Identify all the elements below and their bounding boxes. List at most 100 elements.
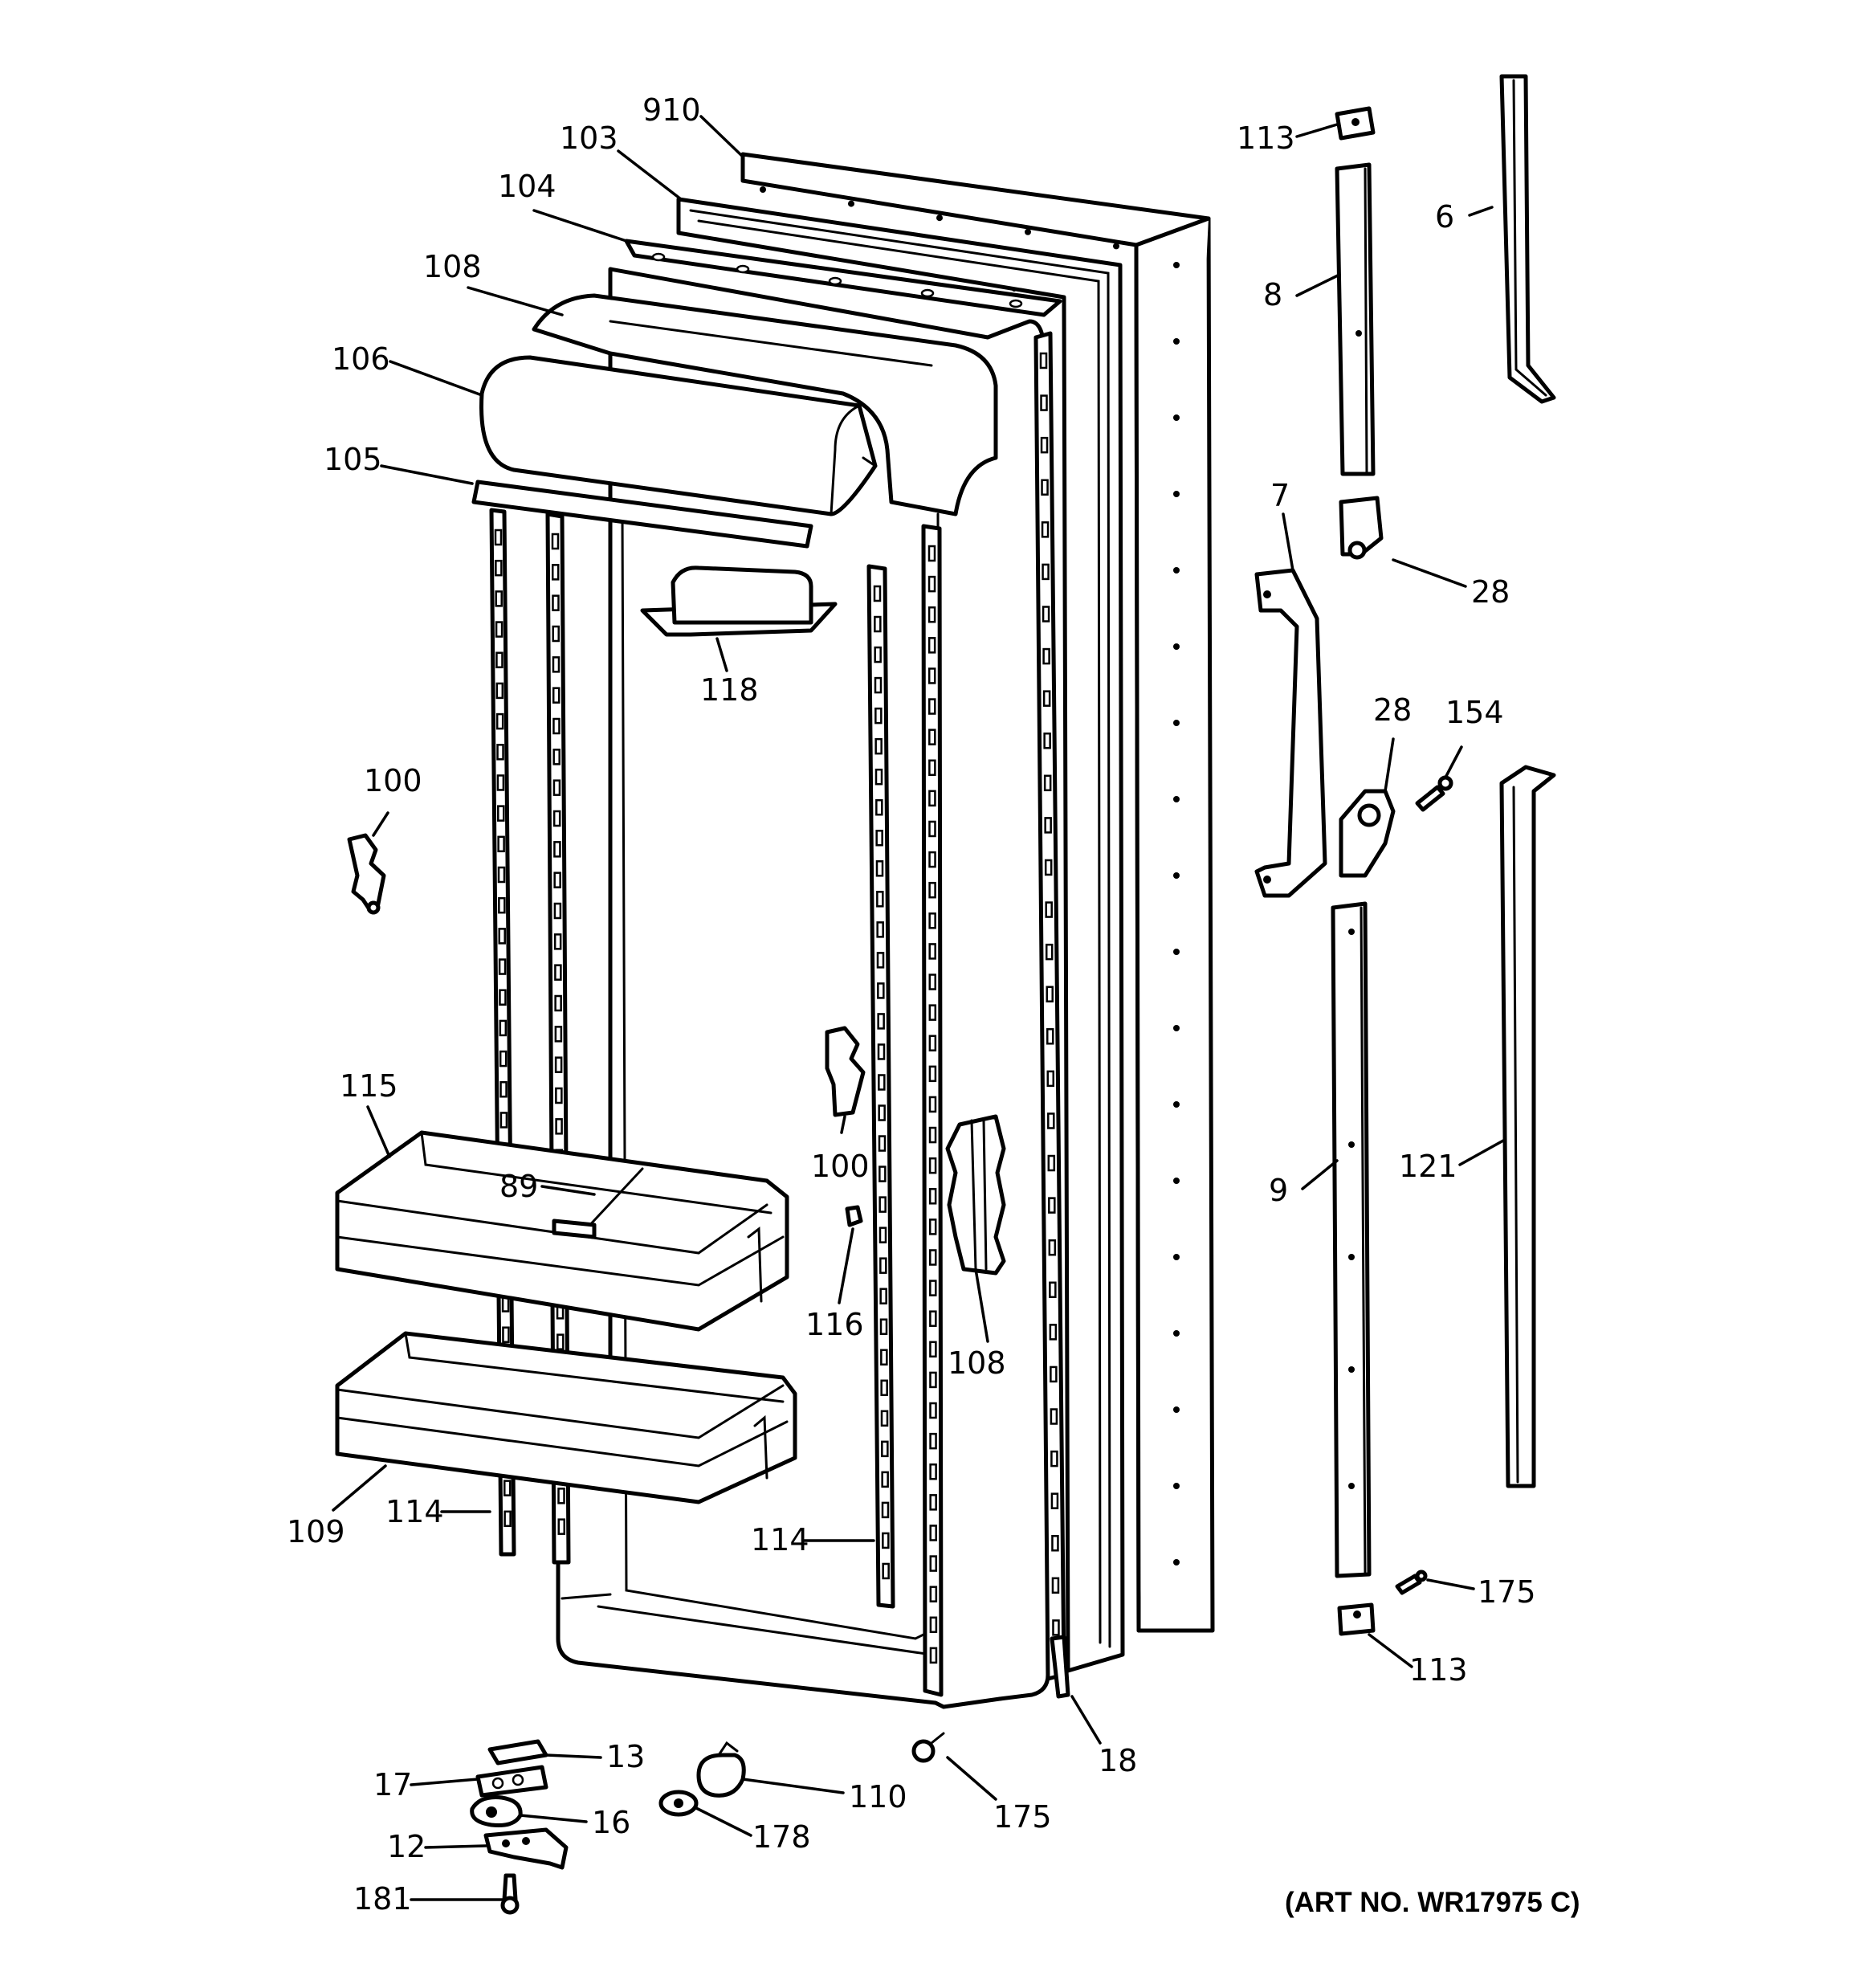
rail-slot [879, 1165, 887, 1182]
rail-slot [496, 744, 504, 761]
rail-slot [1049, 1324, 1058, 1341]
handle-mount-9 [1331, 901, 1372, 1578]
rail-slot [880, 1349, 888, 1366]
panel-rivet [1173, 338, 1180, 345]
rail-slot [552, 779, 561, 796]
rail-slot [1052, 1619, 1060, 1636]
strip-hole [1009, 299, 1023, 308]
callout-100-left: 100 [364, 763, 422, 798]
trim-6 [1499, 74, 1556, 404]
rail-slot [928, 790, 936, 807]
rail-slot [1051, 1577, 1060, 1594]
rail-slot [498, 896, 506, 914]
rail-slot [495, 590, 503, 607]
panel-rivet [848, 200, 854, 207]
foam-cutaway [945, 1114, 1006, 1276]
panel-rivet [1173, 567, 1180, 574]
rail-slot [1046, 986, 1054, 1002]
handle-endcap-bottom-113 [1337, 1602, 1376, 1636]
rail-slot [552, 625, 560, 643]
callout-17: 17 [373, 1767, 412, 1802]
art-number: (ART NO. WR17975 C) [1285, 1887, 1580, 1918]
rail-slot [928, 1126, 937, 1144]
rail-slot [875, 860, 884, 877]
panel-rivet [1173, 1025, 1180, 1031]
rail-slot [881, 1471, 889, 1488]
rail-slot [555, 1087, 563, 1104]
rail-slot [554, 964, 562, 981]
door-edge-strip [1050, 1635, 1070, 1699]
rail-slot [876, 921, 884, 938]
callout-28-top: 28 [1471, 574, 1510, 610]
rail-slot [1039, 352, 1048, 369]
rail-slot [929, 1616, 938, 1634]
rail-slot [929, 1586, 938, 1602]
handle-bracket-28-lower [1339, 789, 1396, 878]
rail-slot [928, 1035, 937, 1051]
liner-top-cap [532, 293, 998, 516]
rail-slot [1048, 1197, 1056, 1214]
rail-slot [928, 881, 936, 899]
rail-slot [882, 1532, 890, 1549]
rail-slot [928, 698, 936, 715]
callout-110: 110 [849, 1779, 907, 1815]
cam-178 [658, 1790, 699, 1817]
rail-slot [879, 1227, 887, 1243]
handle-7 [1254, 568, 1327, 898]
rail-slot [877, 982, 885, 999]
rail-slot [1040, 436, 1049, 454]
rail-slot [877, 1013, 885, 1030]
callout-181: 181 [353, 1881, 412, 1917]
rail-slot [927, 545, 936, 562]
rail-slot [877, 1043, 886, 1060]
liner-rails [489, 331, 1066, 1697]
rail-slot [497, 805, 505, 822]
rail-slot [502, 1326, 510, 1343]
rail-slot [495, 559, 503, 577]
rail-slot [928, 1065, 937, 1083]
callout-121: 121 [1399, 1149, 1457, 1184]
handle-bracket-28-top [1339, 496, 1384, 560]
rail-slot [495, 651, 503, 668]
rail-slot [928, 759, 936, 777]
leader-lines [332, 115, 1505, 1901]
callout-18: 18 [1099, 1743, 1137, 1778]
rail-slot [1047, 1112, 1055, 1129]
rail-slot [1050, 1365, 1058, 1383]
rail-slot [881, 1501, 890, 1519]
rail-slot [1042, 647, 1050, 665]
rail-slot [1046, 1028, 1054, 1045]
rail-slot [1050, 1450, 1058, 1468]
rail-slot [929, 1494, 937, 1511]
rail-slot [882, 1562, 890, 1580]
callout-175-right: 175 [1478, 1574, 1536, 1610]
callout-114-left: 114 [385, 1494, 444, 1529]
rail-slot [928, 943, 936, 960]
rail-slot [553, 841, 561, 858]
rail-slot [929, 1310, 937, 1327]
rail-slot [874, 646, 882, 663]
rail-slot [879, 1318, 888, 1335]
panel-rivet [1173, 1101, 1180, 1108]
rail-slot [928, 820, 936, 838]
callout-175-bottom: 175 [993, 1799, 1052, 1835]
panel-rivet [1173, 491, 1180, 497]
rail-slot [929, 1402, 937, 1419]
rail-slot [927, 575, 936, 593]
rail-slot [928, 1157, 937, 1174]
callout-108-cutaway: 108 [948, 1345, 1006, 1381]
rail-slot [499, 1050, 508, 1067]
panel-rivet [1173, 1483, 1180, 1489]
top-strip [624, 239, 1062, 317]
rail-slot [874, 707, 883, 725]
rail-slot [880, 1410, 889, 1427]
callout-12: 12 [387, 1829, 426, 1864]
callout-108-top: 108 [423, 249, 482, 284]
callout-910: 910 [642, 92, 701, 128]
rail-slot [1046, 1070, 1055, 1088]
rail-slot [499, 1019, 508, 1037]
callout-13: 13 [606, 1739, 645, 1774]
rail-slot [874, 676, 883, 694]
panel-rivet [1173, 1406, 1180, 1413]
dairy-compartment-shelf [479, 355, 878, 516]
